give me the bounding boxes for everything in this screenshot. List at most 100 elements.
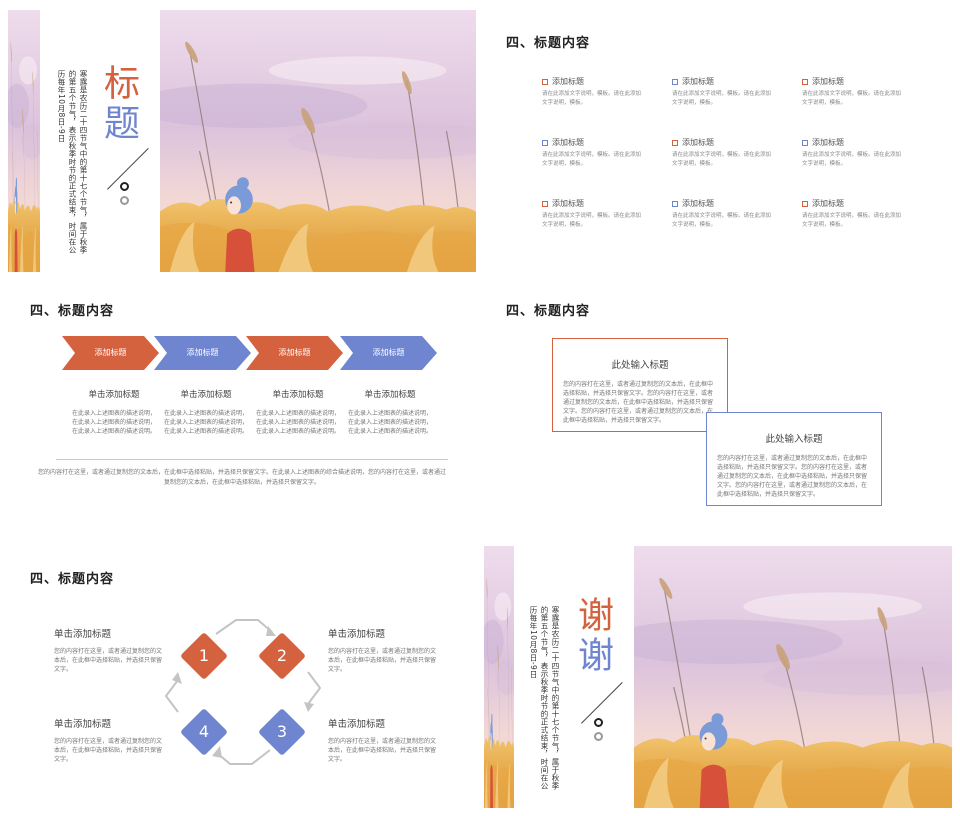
process-column[interactable]: 单击添加标题 在此录入上述图表的描述说明，在此录入上述图表的描述说明，在此录入上… (72, 388, 156, 436)
grid-item-desc: 请在此添加文字说明，模板。请在此添加文字说明，模板。 (802, 152, 902, 167)
column-title: 单击添加标题 (364, 390, 416, 400)
slide-heading: 四、标题内容 (30, 572, 115, 587)
grid-item[interactable]: 添加标题 请在此添加文字说明，模板。请在此添加文字说明，模板。 (672, 198, 772, 230)
column-desc: 在此录入上述图表的描述说明，在此录入上述图表的描述说明，在此录入上述图表的描述说… (348, 410, 433, 435)
diamond-number: 3 (276, 722, 288, 741)
grid-item-title: 添加标题 (552, 199, 584, 208)
grid-item-desc: 请在此添加文字说明，模板。请在此添加文字说明，模板。 (542, 213, 642, 228)
slide-cycle[interactable]: 四、标题内容 单击添加标题 您的内容打在这里，或者通过复制您的文本后，在此框中选… (8, 546, 476, 810)
grid-item-title: 添加标题 (812, 199, 844, 208)
cycle-item[interactable]: 单击添加标题 您的内容打在这里，或者通过复制您的文本后，在此框中选择粘贴，并选择… (328, 716, 436, 764)
square-bullet-icon (802, 139, 808, 146)
grid-item[interactable]: 添加标题 请在此添加文字说明，模板。请在此添加文字说明，模板。 (672, 76, 772, 108)
column-desc: 在此录入上述图表的描述说明，在此录入上述图表的描述说明，在此录入上述图表的描述说… (256, 410, 341, 435)
chevron-step-3[interactable]: 添加标题 (246, 336, 343, 370)
cover-title-char-1: 标 (98, 64, 139, 104)
grid-item[interactable]: 添加标题 请在此添加文字说明，模板。请在此添加文字说明，模板。 (542, 137, 642, 169)
box-title: 此处输入标题 (611, 360, 669, 371)
item-title: 单击添加标题 (54, 719, 112, 730)
slide-cover[interactable]: 寒露是农历二十四节气中的第十七个节气，属于秋季的第五个节气，表示秋季时节的正式结… (8, 10, 476, 274)
decorative-slash (580, 682, 623, 724)
chevron-step-1[interactable]: 添加标题 (62, 336, 159, 370)
square-bullet-icon (542, 200, 548, 207)
square-bullet-icon (802, 200, 808, 207)
dot-ring-icon (594, 718, 603, 727)
box-desc: 您的内容打在这里，或者通过复制您的文本后，在此框中选择粘贴，并选择只保留文字。您… (563, 381, 714, 424)
square-bullet-icon (802, 78, 808, 85)
grid-item-desc: 请在此添加文字说明，模板。请在此添加文字说明，模板。 (672, 213, 772, 228)
dot-ring-grey-icon (120, 196, 129, 205)
thanks-body: 寒露是农历二十四节气中的第十七个节气，属于秋季的第五个节气，表示秋季时节的正式结… (529, 606, 560, 790)
process-column[interactable]: 单击添加标题 在此录入上述图表的描述说明，在此录入上述图表的描述说明，在此录入上… (164, 388, 248, 436)
grid-item-title: 添加标题 (682, 77, 714, 86)
process-column[interactable]: 单击添加标题 在此录入上述图表的描述说明，在此录入上述图表的描述说明，在此录入上… (348, 388, 432, 436)
diamond-number: 1 (198, 646, 210, 665)
item-desc: 您的内容打在这里，或者通过复制您的文本后，在此框中选择粘贴，并选择只保留文字。 (54, 648, 163, 673)
diamond-4[interactable]: 4 (179, 707, 229, 757)
grid-item-title: 添加标题 (552, 138, 584, 147)
grid-item[interactable]: 添加标题 请在此添加文字说明，模板。请在此添加文字说明，模板。 (542, 198, 642, 230)
grid-item-title: 添加标题 (682, 138, 714, 147)
slide-heading: 四、标题内容 (30, 304, 115, 319)
column-desc: 在此录入上述图表的描述说明，在此录入上述图表的描述说明，在此录入上述图表的描述说… (72, 410, 157, 435)
chevron-label: 添加标题 (372, 348, 405, 357)
cycle-item[interactable]: 单击添加标题 您的内容打在这里，或者通过复制您的文本后，在此框中选择粘贴，并选择… (328, 626, 436, 674)
scene-strip-left (484, 546, 514, 808)
grid-item[interactable]: 添加标题 请在此添加文字说明，模板。请在此添加文字说明，模板。 (802, 198, 902, 230)
column-title: 单击添加标题 (180, 390, 232, 400)
cover-title: 标题 (98, 64, 139, 144)
item-title: 单击添加标题 (328, 629, 386, 640)
dot-ring-grey-icon (594, 732, 603, 741)
text-box-2[interactable]: 此处输入标题 您的内容打在这里，或者通过复制您的文本后，在此框中选择粘贴，并选择… (706, 412, 882, 506)
chevron-step-2[interactable]: 添加标题 (154, 336, 251, 370)
thanks-title: 谢谢 (572, 596, 613, 676)
cycle-item[interactable]: 单击添加标题 您的内容打在这里，或者通过复制您的文本后，在此框中选择粘贴，并选择… (54, 626, 162, 674)
square-bullet-icon (542, 78, 548, 85)
grid-item-desc: 请在此添加文字说明，模板。请在此添加文字说明，模板。 (672, 152, 772, 167)
slide-process[interactable]: 四、标题内容 添加标题 添加标题 添加标题 添加标题 单击添加标题 在此录入上述… (8, 278, 476, 542)
scene-strip-left (8, 10, 40, 272)
dot-ring-icon (120, 182, 129, 191)
slide-heading: 四、标题内容 (506, 304, 591, 319)
grid-item-desc: 请在此添加文字说明，模板。请在此添加文字说明，模板。 (802, 213, 902, 228)
slide-boxes[interactable]: 四、标题内容 此处输入标题 您的内容打在这里，或者通过复制您的文本后，在此框中选… (484, 278, 952, 542)
grid-item[interactable]: 添加标题 请在此添加文字说明，模板。请在此添加文字说明，模板。 (542, 76, 642, 108)
column-title: 单击添加标题 (88, 390, 140, 400)
process-column[interactable]: 单击添加标题 在此录入上述图表的描述说明，在此录入上述图表的描述说明，在此录入上… (256, 388, 340, 436)
cycle-item[interactable]: 单击添加标题 您的内容打在这里，或者通过复制您的文本后，在此框中选择粘贴，并选择… (54, 716, 162, 764)
column-title: 单击添加标题 (272, 390, 324, 400)
grid-item-desc: 请在此添加文字说明，模板。请在此添加文字说明，模板。 (542, 152, 642, 167)
thanks-title-char-2: 谢 (572, 636, 613, 676)
diamond-number: 4 (198, 722, 210, 741)
grid-item[interactable]: 添加标题 请在此添加文字说明，模板。请在此添加文字说明，模板。 (802, 137, 902, 169)
grid-item[interactable]: 添加标题 请在此添加文字说明，模板。请在此添加文字说明，模板。 (802, 76, 902, 108)
chevron-step-4[interactable]: 添加标题 (340, 336, 437, 370)
grid-item-title: 添加标题 (812, 138, 844, 147)
chevron-label: 添加标题 (94, 348, 127, 357)
slide-grid[interactable]: 四、标题内容 添加标题 请在此添加文字说明，模板。请在此添加文字说明，模板。 添… (484, 10, 952, 274)
grid-item-title: 添加标题 (552, 77, 584, 86)
grid-item-title: 添加标题 (812, 77, 844, 86)
cycle-arrows (165, 619, 321, 765)
cover-body: 寒露是农历二十四节气中的第十七个节气，属于秋季的第五个节气，表示秋季时节的正式结… (57, 70, 88, 254)
text-box-1[interactable]: 此处输入标题 您的内容打在这里，或者通过复制您的文本后，在此框中选择粘贴，并选择… (552, 338, 728, 432)
column-desc: 在此录入上述图表的描述说明，在此录入上述图表的描述说明，在此录入上述图表的描述说… (164, 410, 249, 435)
square-bullet-icon (542, 139, 548, 146)
grid-item-desc: 请在此添加文字说明，模板。请在此添加文字说明，模板。 (542, 91, 642, 106)
box-title: 此处输入标题 (765, 434, 823, 445)
diamond-2[interactable]: 2 (257, 631, 307, 681)
slide-heading: 四、标题内容 (506, 36, 591, 51)
diamond-1[interactable]: 1 (179, 631, 229, 681)
chevron-label: 添加标题 (186, 348, 219, 357)
grid-item-desc: 请在此添加文字说明，模板。请在此添加文字说明，模板。 (802, 91, 902, 106)
divider (56, 459, 448, 460)
scene-illustration (634, 546, 952, 808)
scene-illustration (160, 10, 476, 272)
slide-thanks[interactable]: 寒露是农历二十四节气中的第十七个节气，属于秋季的第五个节气，表示秋季时节的正式结… (484, 546, 952, 810)
item-desc: 您的内容打在这里，或者通过复制您的文本后，在此框中选择粘贴，并选择只保留文字。 (328, 738, 437, 763)
diamond-3[interactable]: 3 (257, 707, 307, 757)
item-title: 单击添加标题 (54, 629, 112, 640)
grid-item[interactable]: 添加标题 请在此添加文字说明，模板。请在此添加文字说明，模板。 (672, 137, 772, 169)
grid-item-title: 添加标题 (682, 199, 714, 208)
cover-title-char-2: 题 (98, 104, 139, 144)
